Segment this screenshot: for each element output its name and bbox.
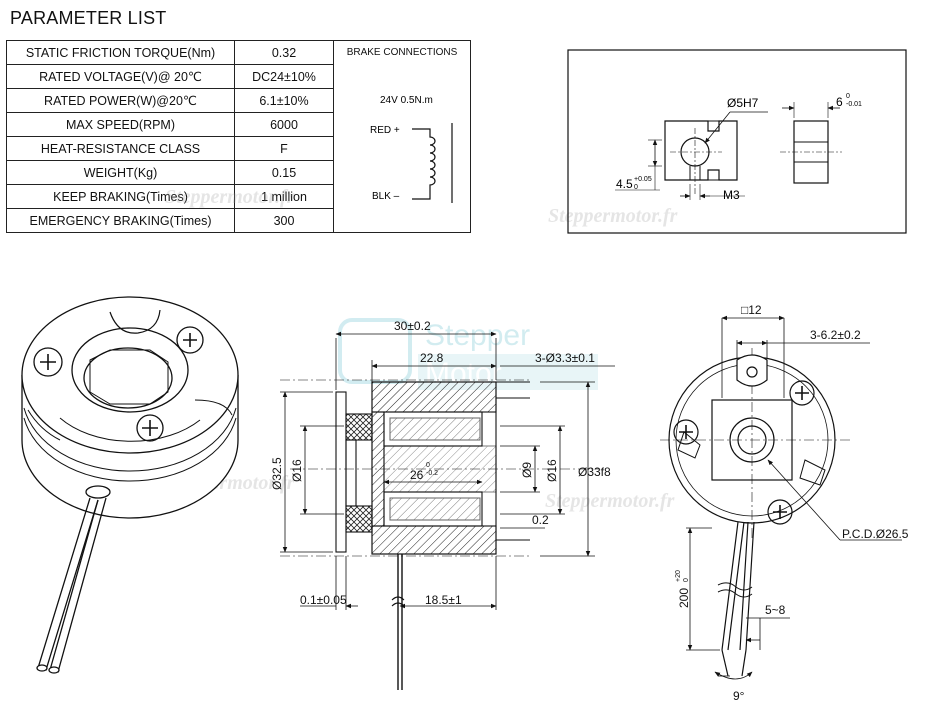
- param-label: STATIC FRICTION TORQUE(Nm): [6, 40, 235, 65]
- param-label: HEAT-RESISTANCE CLASS: [6, 136, 235, 161]
- dia-16-left-dim: Ø16: [290, 459, 304, 482]
- body-length-dim: 22.8: [420, 351, 444, 365]
- lead-length-front-dim: 200: [677, 588, 691, 608]
- inner-tol-lower: -0.2: [426, 470, 438, 477]
- param-label: KEEP BRAKING(Times): [6, 184, 235, 209]
- front-view: [660, 348, 850, 677]
- table-row: EMERGENCY BRAKING(Times) 300: [6, 208, 471, 233]
- armature-side-view: [793, 120, 829, 184]
- brake-3d-view: [21, 296, 239, 674]
- inner-dim: 26: [410, 468, 424, 482]
- screw-dimension: M3: [723, 188, 740, 202]
- section-dimension-labels: 30±0.2 22.8 3-Ø3.3±0.1 0.2 0.1±0.05 18.5…: [270, 319, 611, 607]
- thickness-tol-lower: -0.01: [846, 101, 862, 108]
- param-label: MAX SPEED(RPM): [6, 112, 235, 137]
- keyway-tol-upper: +0.05: [634, 176, 652, 183]
- param-label: WEIGHT(Kg): [6, 160, 235, 185]
- dia-33-dim: Ø33f8: [578, 465, 611, 479]
- front-dimensions: [686, 315, 902, 680]
- red-lead-label: RED +: [370, 125, 400, 136]
- angle-dim: 9°: [733, 689, 745, 703]
- gap-dim: 0.2: [532, 513, 549, 527]
- page-title: PARAMETER LIST: [10, 8, 167, 28]
- brake-connections-cell: BRAKE CONNECTIONS 24V 0.5N.m RED + BLK –: [333, 40, 471, 233]
- bore-dimension: Ø5H7: [727, 96, 759, 110]
- table-row: HEAT-RESISTANCE CLASS F: [6, 136, 471, 161]
- watermark-text: Steppermotor.fr: [548, 205, 678, 227]
- dia-32-dim: Ø32.5: [270, 457, 284, 490]
- brake-wiring-diagram: 24V 0.5N.m RED + BLK –: [370, 95, 453, 203]
- param-value: DC24±10%: [234, 64, 334, 89]
- section-dimensions: [280, 331, 615, 610]
- table-row: RATED POWER(W)@20℃ 6.1±10%: [6, 88, 471, 113]
- keyway-tol-lower: 0: [634, 184, 638, 191]
- lead-length-dim: 18.5±1: [425, 593, 462, 607]
- front-dimension-labels: □12 3-6.2±0.2 P.C.D.Ø26.5 5~8 9° 200 +20…: [675, 303, 909, 703]
- brake-connections-title: BRAKE CONNECTIONS: [346, 47, 458, 58]
- square-dim: □12: [741, 303, 762, 317]
- section-view: [280, 379, 600, 690]
- black-lead-label: BLK –: [372, 191, 400, 202]
- dia-9-dim: Ø9: [520, 462, 534, 478]
- overall-length-dim: 30±0.2: [394, 319, 431, 333]
- table-row: KEEP BRAKING(Times) 1 million: [6, 184, 471, 209]
- inner-tol-upper: 0: [426, 462, 430, 469]
- coil-symbol: [412, 128, 436, 200]
- parameter-table: STATIC FRICTION TORQUE(Nm) 0.32 BRAKE CO…: [6, 40, 471, 233]
- brake-rating: 24V 0.5N.m: [380, 95, 433, 106]
- watermark-text: Steppermotor.fr: [545, 490, 675, 512]
- param-value: 0.32: [234, 40, 334, 65]
- param-label: RATED POWER(W)@20℃: [6, 88, 235, 113]
- lead-tol-lower: 0: [683, 578, 690, 582]
- thickness-dimension: 6: [836, 95, 843, 109]
- param-value: 1 million: [234, 184, 334, 209]
- param-label: RATED VOLTAGE(V)@ 20℃: [6, 64, 235, 89]
- detail-frame: [567, 49, 907, 234]
- slots-dim: 3-6.2±0.2: [810, 328, 861, 342]
- strip-dim: 5~8: [765, 603, 786, 617]
- param-label: EMERGENCY BRAKING(Times): [6, 208, 235, 233]
- thickness-tol-upper: 0: [846, 93, 850, 100]
- holes-dim: 3-Ø3.3±0.1: [535, 351, 595, 365]
- dia-16-right-dim: Ø16: [545, 459, 559, 482]
- pcd-dim: P.C.D.Ø26.5: [842, 527, 909, 541]
- table-row: STATIC FRICTION TORQUE(Nm) 0.32 BRAKE CO…: [6, 40, 471, 233]
- keyway-dimension: 4.5: [616, 177, 633, 191]
- param-value: 6.1±10%: [234, 88, 334, 113]
- table-row: RATED VOLTAGE(V)@ 20℃ DC24±10%: [6, 64, 471, 89]
- watermark-text: Steppermotor.fr: [165, 186, 295, 208]
- param-value: 300: [234, 208, 334, 233]
- air-gap-dim: 0.1±0.05: [300, 593, 347, 607]
- table-row: MAX SPEED(RPM) 6000: [6, 112, 471, 137]
- detail-view: Ø5H7 4.5 +0.05 0 M3 6 0 -0.01: [567, 49, 907, 234]
- armature-plate: [664, 120, 738, 181]
- logo-text: Stepper: [425, 319, 530, 352]
- lead-tol-upper: +20: [675, 570, 682, 582]
